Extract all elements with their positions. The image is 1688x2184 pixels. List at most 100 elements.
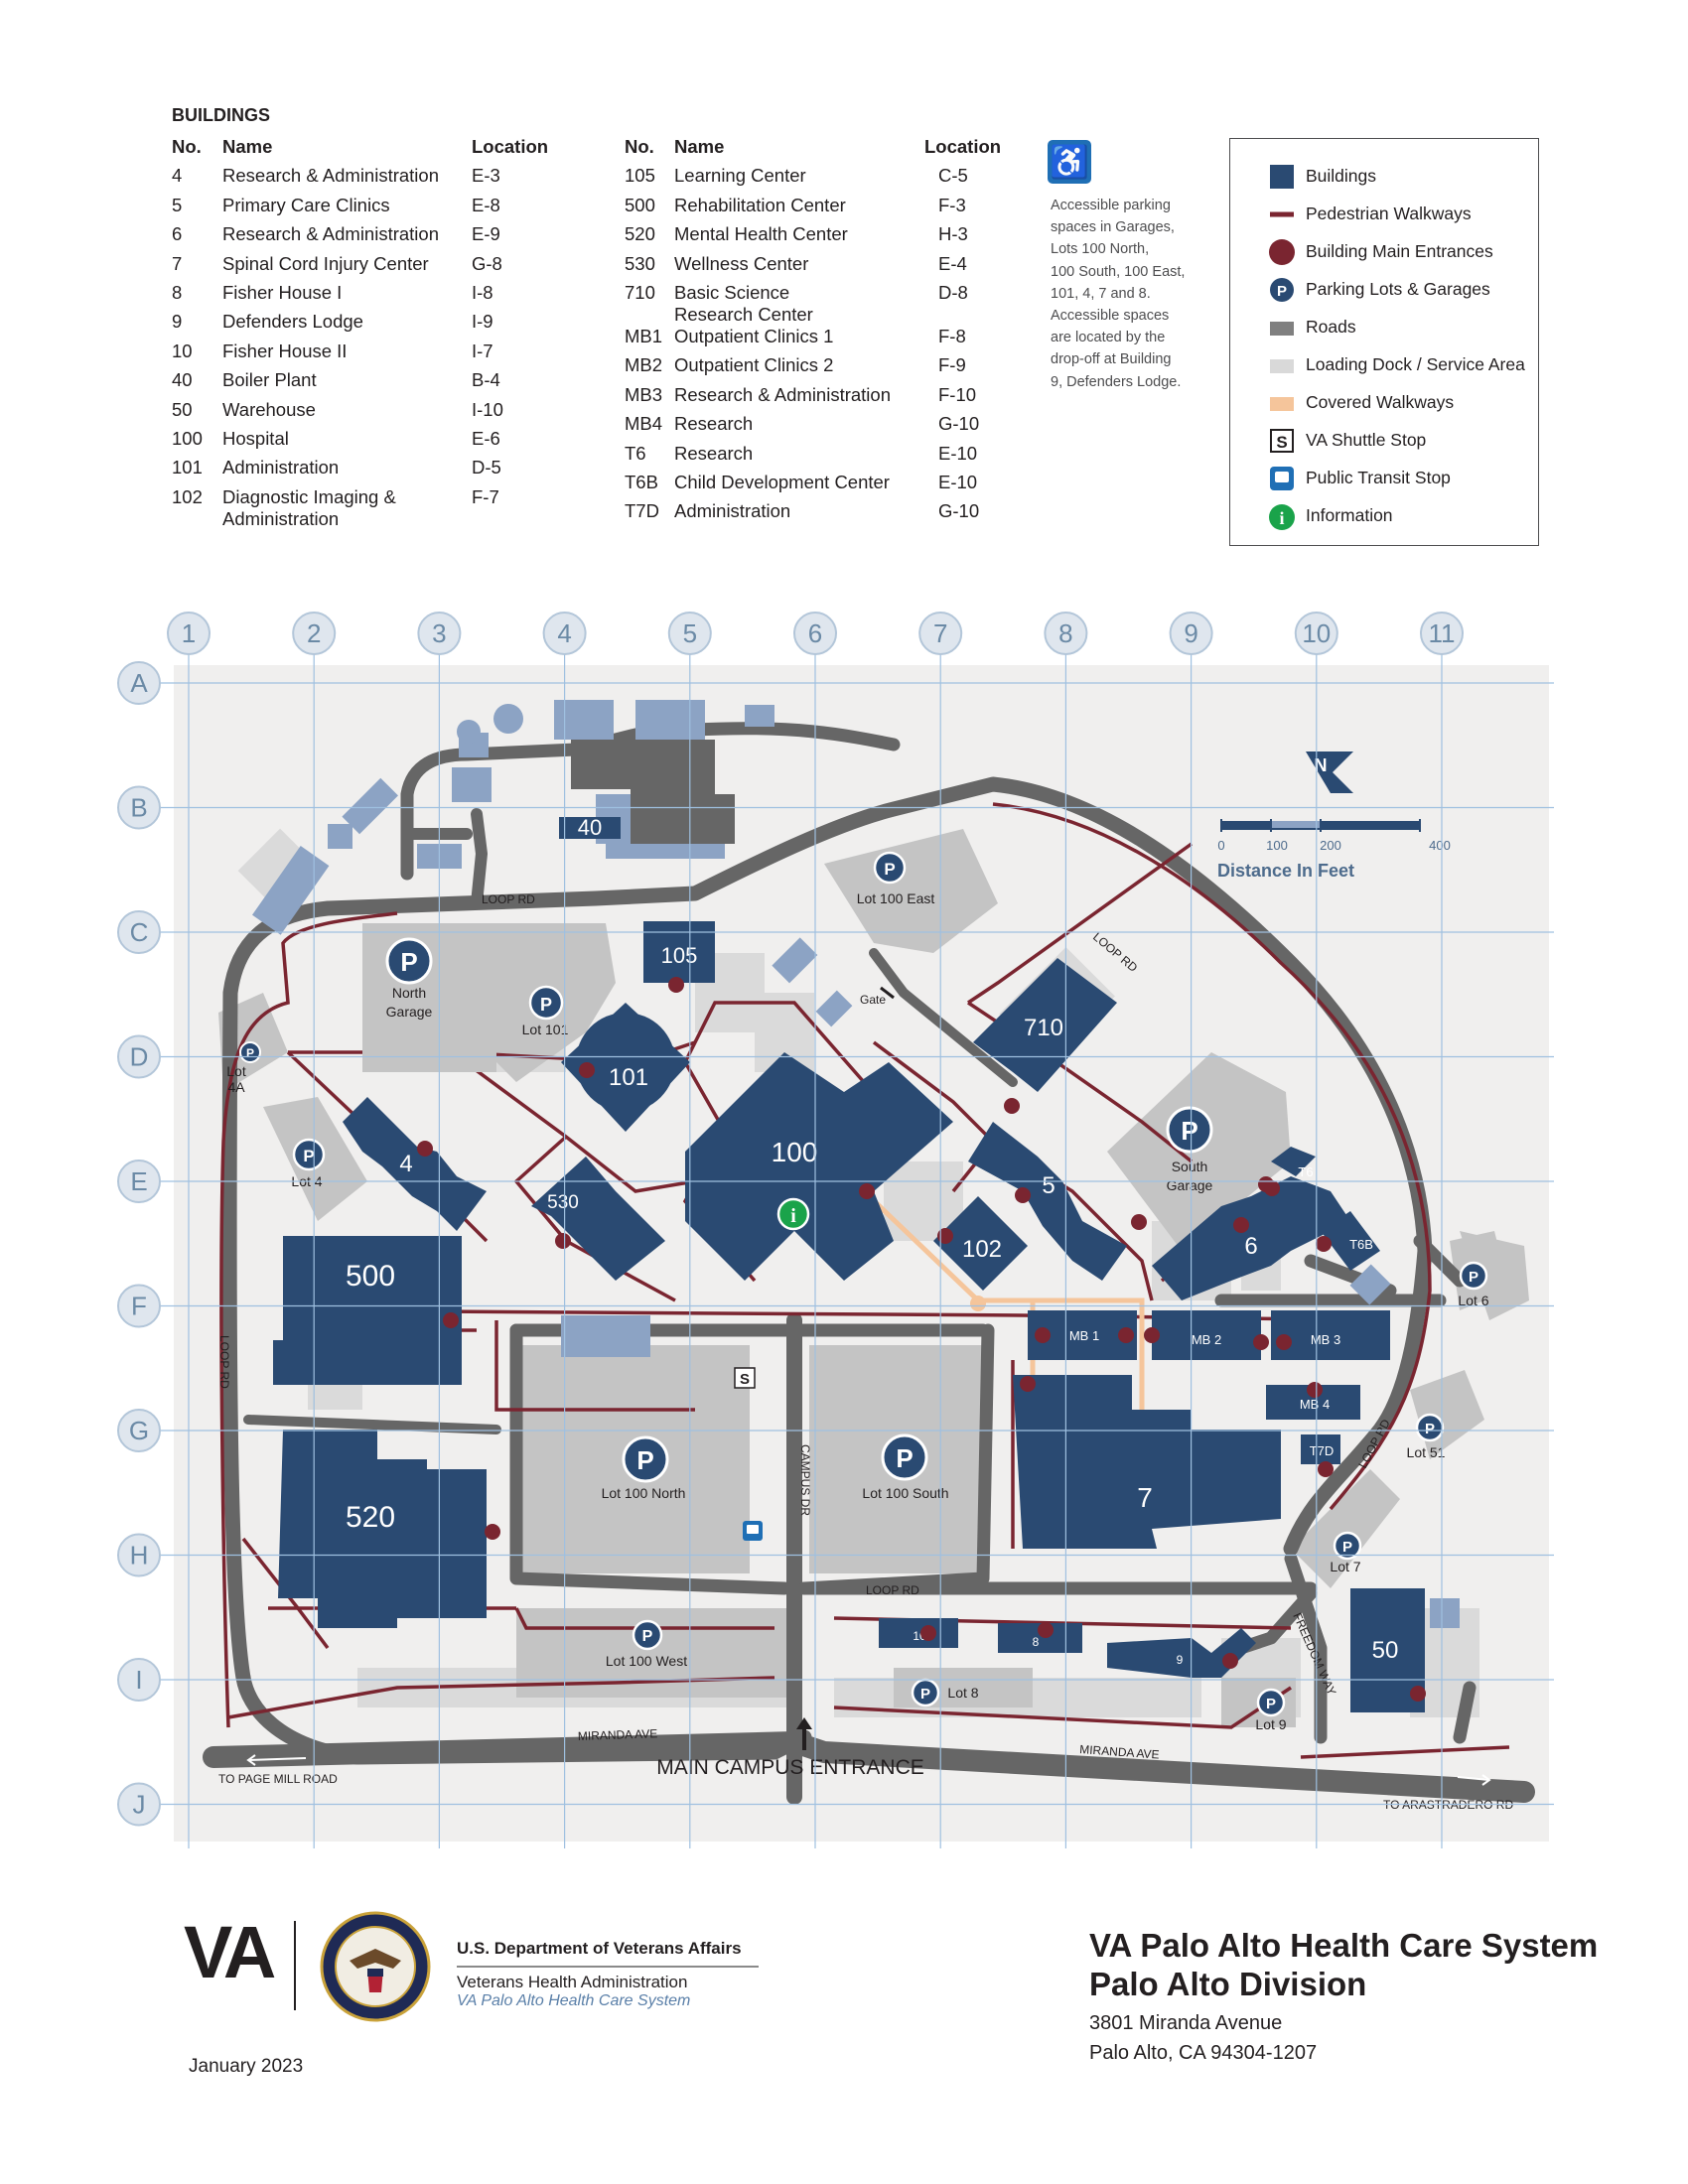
arrow-page-mill-head xyxy=(246,1754,256,1766)
parking-label: Lot 100 South xyxy=(862,1485,948,1501)
scale-label: Distance In Feet xyxy=(1217,861,1354,881)
grid-column-label: 2 xyxy=(307,618,321,648)
shuttle-symbol: S xyxy=(1276,433,1287,452)
label-T6: T6 xyxy=(1298,1164,1313,1179)
building-name: Rehabilitation Center xyxy=(674,194,846,215)
building-location: G-8 xyxy=(472,252,502,274)
label-40: 40 xyxy=(578,815,602,840)
grid-column-marker xyxy=(918,612,963,655)
label-100: 100 xyxy=(772,1137,818,1167)
dept-divider xyxy=(457,1966,759,1968)
legend-symbols: P S i xyxy=(1269,165,1295,530)
main-entrance-label: MAIN CAMPUS ENTRANCE xyxy=(656,1756,924,1779)
legend-label-entrances: Building Main Entrances xyxy=(1306,241,1493,261)
building-name: Boiler Plant xyxy=(222,369,317,391)
building-name: Outpatient Clinics 2 xyxy=(674,354,834,376)
label-6: 6 xyxy=(1244,1233,1257,1260)
label-102: 102 xyxy=(962,1236,1002,1263)
building-name: Research & Administration xyxy=(222,165,439,187)
grid-row-label: D xyxy=(130,1042,149,1072)
building-name: Primary Care Clinics xyxy=(222,194,390,215)
table-header: No. Name Location xyxy=(172,132,589,161)
grid-column-label: 8 xyxy=(1058,618,1072,648)
building-number: 520 xyxy=(625,223,655,245)
grid-row-label: A xyxy=(130,668,148,698)
parking-label: Garage xyxy=(1167,1177,1213,1193)
arrow-arastradero-head xyxy=(1481,1774,1491,1786)
covered-walkway-swatch xyxy=(1270,397,1294,411)
pin-lot4a: P Lot 4A xyxy=(226,1041,261,1095)
vha-name: Veterans Health Administration xyxy=(457,1973,688,1991)
parking-symbol: P xyxy=(246,1046,254,1060)
building-name: Mental Health Center xyxy=(674,223,848,245)
header-location: Location xyxy=(924,136,1002,157)
building-number: 710 xyxy=(625,281,655,303)
building-swatch xyxy=(1270,165,1294,189)
building-location: F-9 xyxy=(938,354,966,376)
grid-row-label: I xyxy=(135,1665,142,1695)
parking-symbol: P xyxy=(1469,1269,1478,1286)
parking-symbol: P xyxy=(1342,1539,1352,1556)
label-T7D: T7D xyxy=(1310,1443,1335,1458)
grid-column-marker xyxy=(1420,612,1464,655)
pin-lot4: P Lot 4 xyxy=(291,1138,326,1189)
parking-label: South xyxy=(1172,1159,1208,1174)
parking-symbol: P xyxy=(642,1628,653,1645)
building-location: E-10 xyxy=(938,442,978,464)
label-7: 7 xyxy=(1137,1482,1153,1513)
loading-swatch xyxy=(1270,359,1294,373)
info-symbol: i xyxy=(1279,508,1284,528)
grid-row-label: G xyxy=(129,1416,149,1445)
building-number: MB1 xyxy=(625,325,663,346)
grid-column-label: 10 xyxy=(1302,618,1331,648)
grid-lines xyxy=(159,653,1554,1848)
scale-tick: 0 xyxy=(1217,838,1224,853)
scale-bar: 0 100 200 400 Distance In Feet xyxy=(1217,819,1451,881)
shuttle-symbol: S xyxy=(740,1371,750,1388)
pin-lot9: P Lot 9 xyxy=(1255,1688,1287,1732)
parking-label: Garage xyxy=(386,1004,433,1020)
grid-column-label: 11 xyxy=(1429,618,1456,648)
pin-north-garage: P North Garage xyxy=(362,923,496,1072)
building-name: Research xyxy=(674,413,754,435)
grid-row-label: C xyxy=(130,917,149,947)
address-line-1: 3801 Miranda Avenue xyxy=(1089,2012,1283,2034)
building-number: 7 xyxy=(172,252,183,274)
parking-label: Lot 100 West xyxy=(606,1653,687,1669)
building-name: Administration xyxy=(222,457,340,478)
gate-marker xyxy=(880,986,895,1000)
grid-column-marker xyxy=(793,612,837,655)
va-seal-icon xyxy=(320,1911,431,2022)
building-location: E-9 xyxy=(472,223,500,245)
division-title: Palo Alto Division xyxy=(1089,1966,1367,2002)
pin-lot100west: P Lot 100 West xyxy=(606,1619,687,1669)
vapa-name: VA Palo Alto Health Care System xyxy=(457,1992,691,2009)
va-logo: VA xyxy=(184,1911,276,1993)
grid-column-label: 3 xyxy=(432,618,446,648)
arrow-arastradero xyxy=(1457,1776,1490,1781)
road-swatch xyxy=(1270,322,1294,336)
pin-lot101: P Lot 101 xyxy=(522,985,569,1037)
bus-glyph xyxy=(747,1525,759,1534)
table-header: No. Name Location xyxy=(625,132,1022,161)
parking-pins: P North Garage P Lot 101 P Lot 4A P Lot … xyxy=(226,851,1489,1732)
road-label: LOOP RD xyxy=(482,892,535,906)
parking-symbol: P xyxy=(540,995,552,1015)
grid-column-label: 1 xyxy=(182,618,196,648)
building-number: 9 xyxy=(172,311,183,333)
building-location: B-4 xyxy=(472,369,500,391)
roads xyxy=(203,722,1535,1805)
building-location: F-7 xyxy=(472,485,499,507)
building-name: Fisher House I xyxy=(222,281,343,303)
building-location: I-7 xyxy=(472,340,493,361)
building-location: H-3 xyxy=(938,223,968,245)
parking-icon xyxy=(1270,278,1294,302)
